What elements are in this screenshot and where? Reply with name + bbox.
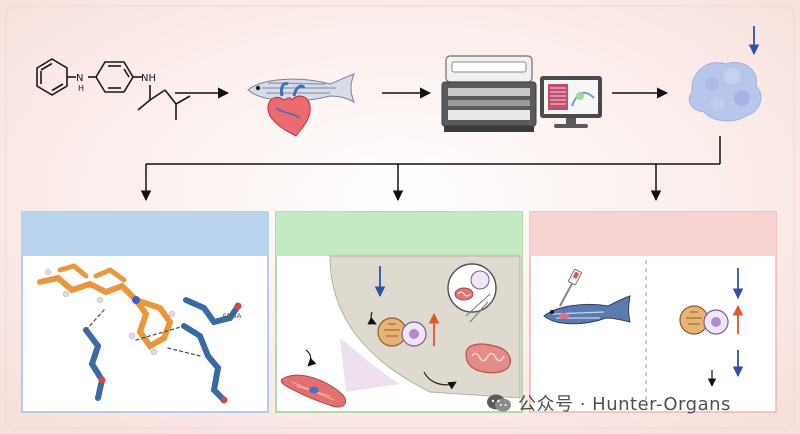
iron-cell-pair-vivo-icon — [679, 305, 729, 335]
wechat-icon — [487, 394, 511, 412]
mitochondria-zoom-icon — [447, 263, 497, 323]
watermark-text: 公众号 · Hunter-Organs — [518, 394, 731, 415]
benzene-molecule-icon — [36, 58, 191, 120]
panel-docking: ANSA — [21, 211, 269, 413]
panel-cellular — [275, 211, 523, 413]
watermark: 公众号 · Hunter-Organs — [486, 389, 786, 417]
molecule-nh-label: NH — [141, 73, 156, 84]
zebrafish-injection-icon — [543, 268, 631, 325]
zebrafish-heart-icon — [247, 73, 355, 137]
cardiomyocyte-icon — [280, 374, 347, 408]
branch-connectors — [146, 136, 721, 165]
docking-residue-label: ANSA — [222, 312, 242, 320]
protein-blob-icon — [688, 62, 762, 122]
panel-cellular-header — [276, 212, 522, 256]
computer-monitor-icon — [540, 76, 602, 128]
molecule-h-label: H — [78, 84, 84, 93]
mitochondria-icon — [465, 343, 511, 374]
lab-instrument-icon — [441, 55, 537, 132]
docking-structure-icon — [37, 263, 242, 404]
molecule-n-label: N — [76, 73, 83, 84]
panel-docking-header — [22, 212, 268, 256]
panel-in-vivo-header — [530, 212, 776, 256]
panel-in-vivo — [529, 211, 777, 413]
iron-cell-pair-icon — [377, 317, 427, 347]
